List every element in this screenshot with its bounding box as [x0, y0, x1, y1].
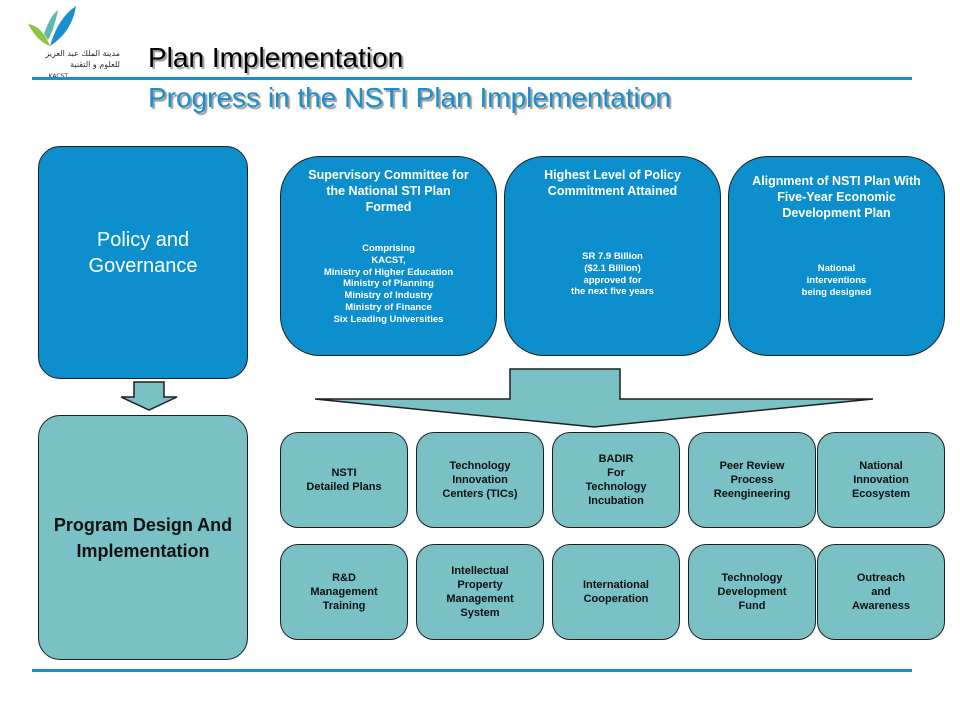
detail-line: the next five years [571, 286, 654, 298]
slide-title: Plan Implementation [148, 42, 404, 73]
slide-subtitle: Progress in the NSTI Plan Implementation [148, 82, 671, 113]
program-intellectual-property-system: Intellectual Property Management System [416, 544, 544, 640]
program-technology-innovation-centers: Technology Innovation Centers (TICs) [416, 432, 544, 528]
program-label-line: R&D [332, 572, 356, 584]
plan-alignment-box: Alignment of NSTI Plan With Five-Year Ec… [728, 156, 945, 356]
policy-commitment-details: SR 7.9 Billion ($2.1 Billion) approved f… [558, 251, 668, 298]
program-technology-development-fund: Technology Development Fund [688, 544, 816, 640]
program-label-line: Technology [449, 460, 511, 472]
program-international-cooperation: International Cooperation [552, 544, 680, 640]
program-label-line: Process [730, 474, 774, 486]
program-label-line: NSTI [331, 467, 357, 479]
detail-line: Ministry of Planning [343, 278, 434, 290]
plan-alignment-details: National interventions being designed [782, 263, 892, 298]
program-design-box: Program Design And Implementation [38, 415, 248, 660]
policy-governance-label: Policy and Governance [88, 228, 198, 277]
kacst-logo: مدينة الملك عبد العزيز للعلوم و التقنية … [28, 6, 120, 80]
logo-arabic-line-2: للعلوم و التقنية [70, 60, 120, 69]
program-label-line: Technology [721, 572, 783, 584]
program-rd-management-training: R&D Management Training [280, 544, 408, 640]
program-label-line: Innovation [853, 474, 909, 486]
program-label-line: Detailed Plans [306, 481, 382, 493]
program-label-line: Training [322, 600, 366, 612]
program-label-line: BADIR [598, 453, 634, 465]
program-label-line: Outreach [856, 572, 906, 584]
logo-arabic-line-1: مدينة الملك عبد العزيز [44, 49, 120, 58]
program-label-line: Cooperation [583, 593, 649, 605]
program-design-label: Program Design And Implementation [53, 514, 233, 561]
supervisory-committee-box: Supervisory Committee for the National S… [280, 156, 497, 356]
logo-leaf-green [28, 24, 50, 46]
program-label-line: Innovation [452, 474, 508, 486]
logo-leaf-blue [50, 6, 76, 46]
program-label-line: Management [310, 586, 378, 598]
header-divider [32, 77, 912, 80]
program-label-line: For [607, 467, 625, 479]
detail-line: ($2.1 Billion) [584, 262, 641, 274]
program-label-line: System [460, 607, 500, 619]
detail-line: Six Leading Universities [333, 313, 444, 325]
program-label-line: Incubation [588, 495, 644, 507]
program-label-line: Peer Review [719, 460, 785, 472]
policy-commitment-heading: Highest Level of Policy Commitment Attai… [544, 168, 681, 198]
detail-line: Ministry of Finance [345, 301, 432, 313]
program-label-line: International [582, 579, 649, 591]
detail-line: approved for [583, 274, 642, 286]
detail-line: Ministry of Higher Education [323, 266, 454, 278]
logo-leaf-teal [44, 10, 58, 40]
program-label-line: Property [457, 579, 503, 591]
detail-line: KACST, [371, 254, 406, 266]
program-outreach-awareness: Outreach and Awareness [817, 544, 945, 640]
footer-divider [32, 669, 912, 672]
supervisory-committee-details: Comprising KACST, Ministry of Higher Edu… [296, 243, 481, 326]
detail-line: being designed [801, 286, 872, 298]
plan-alignment-heading: Alignment of NSTI Plan With Five-Year Ec… [752, 174, 921, 220]
policy-governance-box: Policy and Governance [38, 146, 248, 379]
policy-to-program-arrow [120, 381, 178, 411]
program-label-line: Reengineering [713, 488, 791, 500]
policy-commitment-box: Highest Level of Policy Commitment Attai… [504, 156, 721, 356]
detail-line: Comprising [362, 243, 415, 254]
detail-line: SR 7.9 Billion [582, 251, 643, 262]
program-label-line: Centers (TICs) [442, 488, 518, 500]
progress-to-programs-arrow [314, 368, 874, 428]
program-label-line: Fund [738, 600, 766, 612]
detail-line: interventions [806, 274, 867, 286]
detail-line: Ministry of Industry [344, 290, 433, 302]
program-label-line: Intellectual [451, 565, 509, 577]
program-label-line: Awareness [852, 600, 910, 612]
program-label-line: National [859, 460, 903, 472]
program-label-line: Management [446, 593, 514, 605]
program-label-line: Technology [585, 481, 647, 493]
detail-line: National [817, 263, 856, 274]
program-nsti-detailed-plans: NSTI Detailed Plans [280, 432, 408, 528]
program-label-line: and [871, 586, 891, 598]
supervisory-committee-heading: Supervisory Committee for the National S… [308, 168, 469, 214]
program-label-line: Ecosystem [851, 488, 911, 500]
program-badir-incubation: BADIR For Technology Incubation [552, 432, 680, 528]
program-national-innovation-ecosystem: National Innovation Ecosystem [817, 432, 945, 528]
program-peer-review-reengineering: Peer Review Process Reengineering [688, 432, 816, 528]
logo-abbrev: KACST [49, 73, 69, 80]
program-label-line: Development [717, 586, 787, 598]
